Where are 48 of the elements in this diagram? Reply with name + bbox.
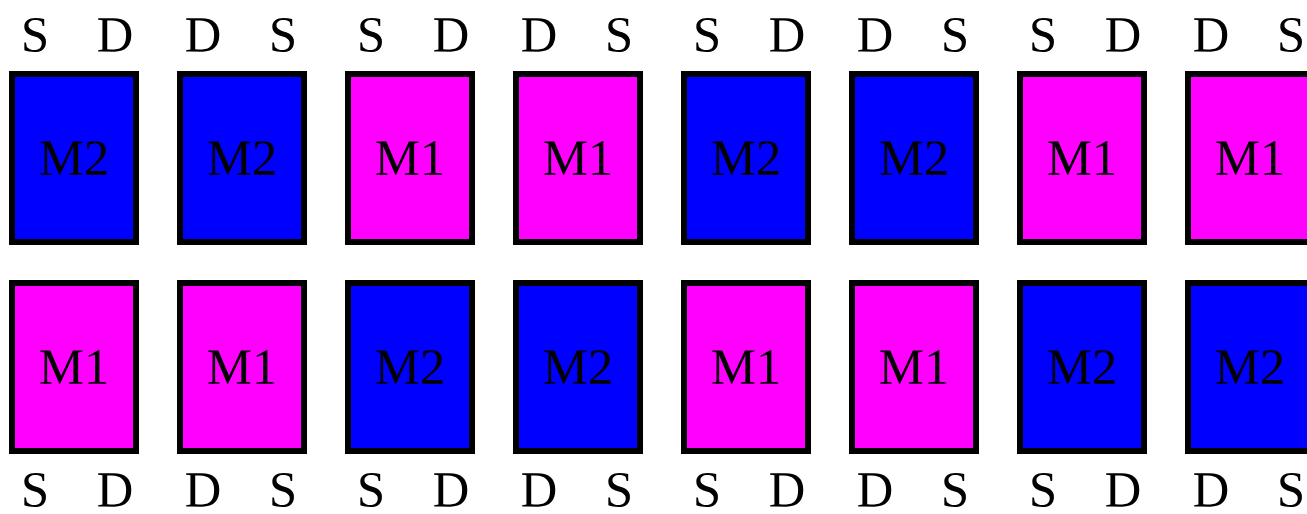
terminal-label: D — [1194, 473, 1228, 507]
transistor-box: M2 — [1017, 280, 1147, 454]
terminal-label: S — [944, 473, 966, 507]
terminal-label: D — [1194, 18, 1228, 52]
transistor-box: M1 — [1017, 71, 1147, 245]
transistor-box: M2 — [1185, 280, 1307, 454]
terminal-label: S — [696, 18, 718, 53]
terminal-label: S — [1280, 18, 1302, 53]
transistor-box: M1 — [513, 71, 643, 245]
terminal-label: D — [186, 18, 220, 52]
transistor-box: M1 — [9, 280, 139, 454]
terminal-label: D — [858, 18, 892, 52]
transistor-box: M2 — [849, 71, 979, 245]
terminal-label: S — [1032, 473, 1054, 507]
terminal-label: S — [1032, 18, 1054, 53]
transistor-box: M2 — [345, 280, 475, 454]
terminal-label: S — [272, 473, 294, 507]
terminal-label: S — [360, 18, 382, 53]
transistor-box: M2 — [9, 71, 139, 245]
transistor-box: M1 — [681, 280, 811, 454]
terminal-label: S — [272, 18, 294, 53]
terminal-label: S — [608, 18, 630, 53]
transistor-box: M1 — [345, 71, 475, 245]
transistor-box: M2 — [681, 71, 811, 245]
terminal-label: D — [522, 18, 556, 52]
terminal-label: S — [696, 473, 718, 507]
transistor-box: M1 — [849, 280, 979, 454]
terminal-label: D — [434, 473, 468, 507]
terminal-label: D — [98, 473, 132, 507]
terminal-label: S — [944, 18, 966, 53]
terminal-label: D — [1106, 18, 1140, 52]
terminal-label: D — [858, 473, 892, 507]
terminal-label: S — [24, 473, 46, 507]
terminal-label: D — [522, 473, 556, 507]
terminal-label: S — [608, 473, 630, 507]
terminal-label: S — [360, 473, 382, 507]
terminal-label: D — [98, 18, 132, 52]
terminal-label: S — [1280, 473, 1302, 507]
terminal-label: D — [186, 473, 220, 507]
transistor-box: M1 — [177, 280, 307, 454]
transistor-box: M2 — [177, 71, 307, 245]
terminal-label: D — [770, 473, 804, 507]
transistor-box: M1 — [1185, 71, 1307, 245]
terminal-label: D — [434, 18, 468, 52]
terminal-label: D — [1106, 473, 1140, 507]
transistor-box: M2 — [513, 280, 643, 454]
terminal-label: S — [24, 18, 46, 53]
terminal-label: D — [770, 18, 804, 52]
